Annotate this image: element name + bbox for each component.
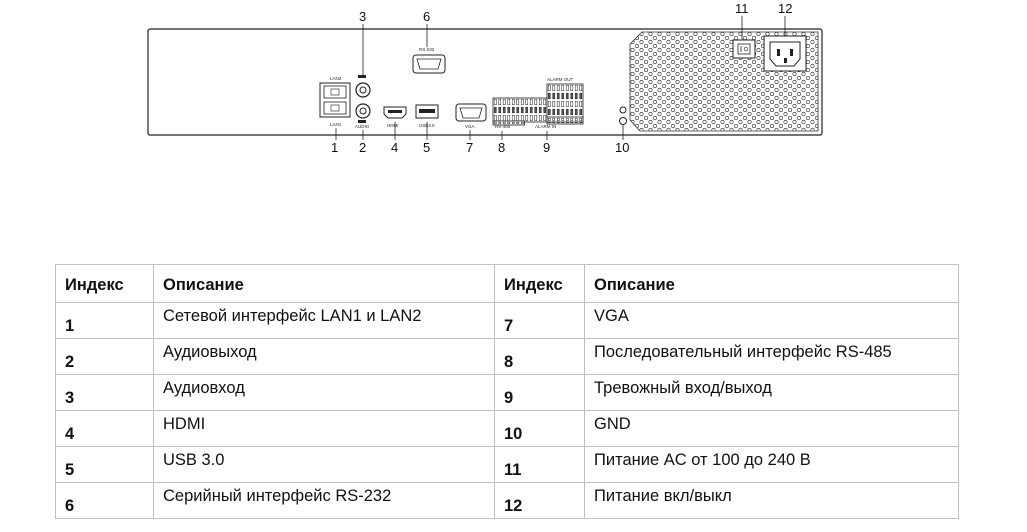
callout-12: 12 [778,1,792,16]
lan2-label: LAN2 [330,76,342,81]
lan1-label: LAN1 [330,122,342,127]
callout-6: 6 [423,9,430,24]
ground-terminal [619,106,627,125]
row-description: Сетевой интерфейс LAN1 и LAN2 [153,302,495,339]
row-description: Питание AC от 100 до 240 В [584,446,959,483]
row-description: Серийный интерфейс RS-232 [153,482,495,519]
table-row: 2 Аудиовыход 8 Последовательный интерфей… [55,338,959,375]
hdmi-label: HDMI [387,123,399,128]
usb-port [415,104,439,119]
row-description: Аудиовход [153,374,495,411]
callout-10: 10 [615,140,629,155]
alarm-in-label: ALARM IN [535,124,556,129]
rs232-label: RS-232 [419,47,435,52]
vga-port [455,103,487,122]
table-row: 4 HDMI 10 GND [55,410,959,447]
callout-8: 8 [498,140,505,155]
table-row: 3 Аудиовход 9 Тревожный вход/выход [55,374,959,411]
row-index: 3 [55,374,154,411]
audio-label: AUDIO [355,124,370,129]
row-description: Последовательный интерфейс RS-485 [584,338,959,375]
row-description: Тревожный вход/выход [584,374,959,411]
table-row: 6 Серийный интерфейс RS-232 12 Питание в… [55,482,959,519]
audio-jacks [355,75,371,123]
callout-5: 5 [423,140,430,155]
callout-11: 11 [735,1,749,16]
row-index: 9 [494,374,585,411]
row-index: 10 [494,410,585,447]
row-index: 2 [55,338,154,375]
row-index: 8 [494,338,585,375]
callout-9: 9 [543,140,550,155]
row-index: 6 [55,482,154,519]
alarm-out-label: ALARM OUT [547,77,574,82]
lan-ports [319,82,351,118]
callout-lines [335,16,786,140]
alarm-terminal-blocks [492,83,584,126]
table-row: 1 Сетевой интерфейс LAN1 и LAN2 7 VGA [55,302,959,339]
callout-1: 1 [331,140,338,155]
row-description: GND [584,410,959,447]
row-index: 5 [55,446,154,483]
header-description-1: Описание [153,264,495,303]
vga-label: VGA [465,124,475,129]
callout-2: 2 [359,140,366,155]
callout-4: 4 [391,140,398,155]
row-description: HDMI [153,410,495,447]
callout-7: 7 [466,140,473,155]
header-description-2: Описание [584,264,959,303]
header-index-2: Индекс [494,264,585,303]
ports-table: Индекс Описание Индекс Описание 1 Сетево… [55,264,959,519]
hdmi-port [383,106,407,119]
row-index: 1 [55,302,154,339]
row-description: USB 3.0 [153,446,495,483]
row-index: 7 [494,302,585,339]
row-description: VGA [584,302,959,339]
row-description: Аудиовыход [153,338,495,375]
row-description: Питание вкл/выкл [584,482,959,519]
row-index: 4 [55,410,154,447]
row-index: 12 [494,482,585,519]
power-socket [763,35,807,72]
rs232-port [412,54,446,74]
callout-3: 3 [359,9,366,24]
power-switch [732,39,756,59]
table-header-row: Индекс Описание Индекс Описание [55,264,959,303]
rs485-label: RS-485 [495,124,511,129]
row-index: 11 [494,446,585,483]
header-index-1: Индекс [55,264,154,303]
table-row: 5 USB 3.0 11 Питание AC от 100 до 240 В [55,446,959,483]
